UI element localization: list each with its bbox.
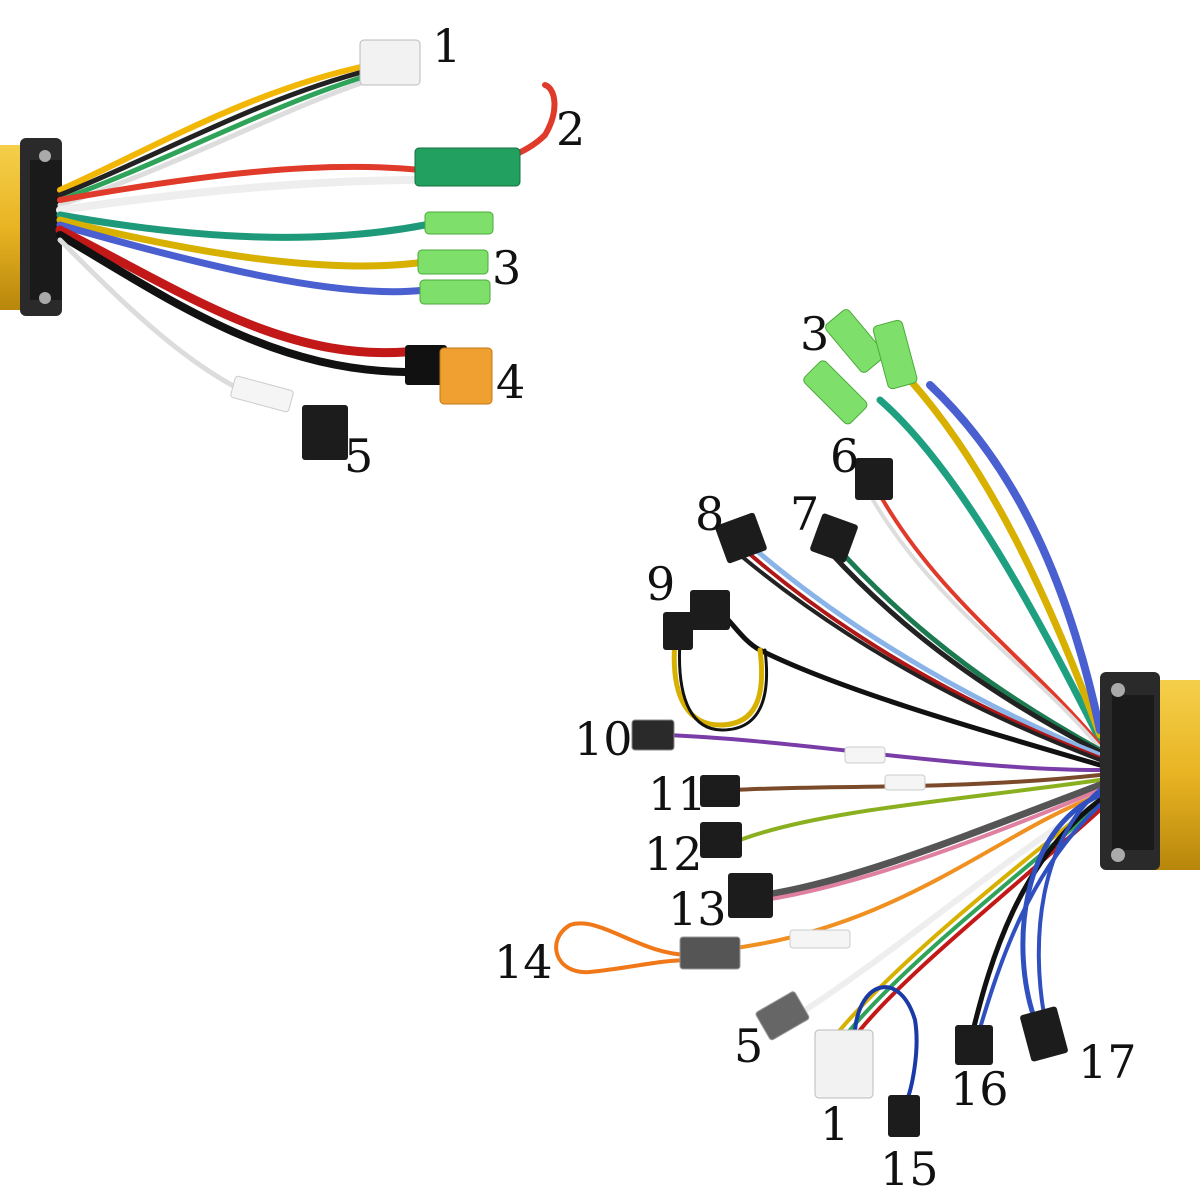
right-label-11: 11 [648, 767, 707, 821]
right-connector-3c [803, 360, 868, 425]
left-cap-screw-bottom [39, 292, 51, 304]
left-label-3: 3 [492, 241, 521, 295]
right-label-1: 1 [820, 1097, 849, 1151]
right-connector-6 [855, 458, 893, 500]
right-cap-screw-bottom [1111, 848, 1125, 862]
right-connector-9b [663, 612, 693, 650]
right-connector-3b [872, 319, 918, 390]
right-label-14: 14 [494, 935, 553, 989]
left-connector-2 [414, 147, 521, 187]
right-wires [554, 376, 1104, 1107]
right-label-17: 17 [1078, 1035, 1137, 1089]
right-connector-14 [679, 936, 741, 970]
right-connector-17 [1020, 1006, 1068, 1062]
right-connector-10 [631, 719, 675, 751]
right-controller: 3 6 7 8 9 10 11 12 13 14 5 1 15 16 17 [494, 307, 1200, 1196]
left-connector-3c [419, 279, 491, 305]
right-label-5: 5 [734, 1019, 763, 1073]
left-label-5: 5 [344, 429, 373, 483]
right-label-13: 13 [668, 882, 727, 936]
left-connector-1 [359, 39, 421, 86]
left-controller: 1 2 3 4 5 [0, 19, 585, 483]
left-connector-3b [417, 249, 489, 275]
right-connector-12 [700, 822, 742, 858]
left-cap-screw-top [39, 150, 51, 162]
left-connector-3a [424, 211, 494, 235]
right-label-12: 12 [644, 827, 703, 881]
right-label-9: 9 [646, 557, 675, 611]
right-connector-8 [715, 512, 767, 564]
right-connector-9a [690, 590, 730, 630]
right-label-6: 6 [830, 429, 859, 483]
left-connector-5 [302, 405, 348, 460]
right-label-7: 7 [790, 487, 819, 541]
right-connector-11 [700, 775, 740, 807]
right-connector-15 [888, 1095, 920, 1137]
right-label-15: 15 [880, 1142, 939, 1196]
left-wires [55, 62, 558, 395]
right-connector-16 [955, 1025, 993, 1065]
right-label-10: 10 [574, 712, 633, 766]
left-label-1: 1 [432, 19, 461, 73]
right-connector-13 [728, 873, 773, 918]
right-connector-3a [825, 309, 885, 373]
right-label-3: 3 [800, 307, 829, 361]
left-label-4: 4 [496, 355, 525, 409]
right-connector-1 [814, 1029, 874, 1099]
right-label-8: 8 [695, 487, 724, 541]
right-label-16: 16 [950, 1062, 1009, 1116]
left-label-2: 2 [556, 102, 585, 156]
left-connector-4 [439, 347, 493, 405]
right-cap-screw-top [1111, 683, 1125, 697]
right-connector-7 [810, 513, 858, 563]
right-connector-5 [755, 991, 810, 1041]
